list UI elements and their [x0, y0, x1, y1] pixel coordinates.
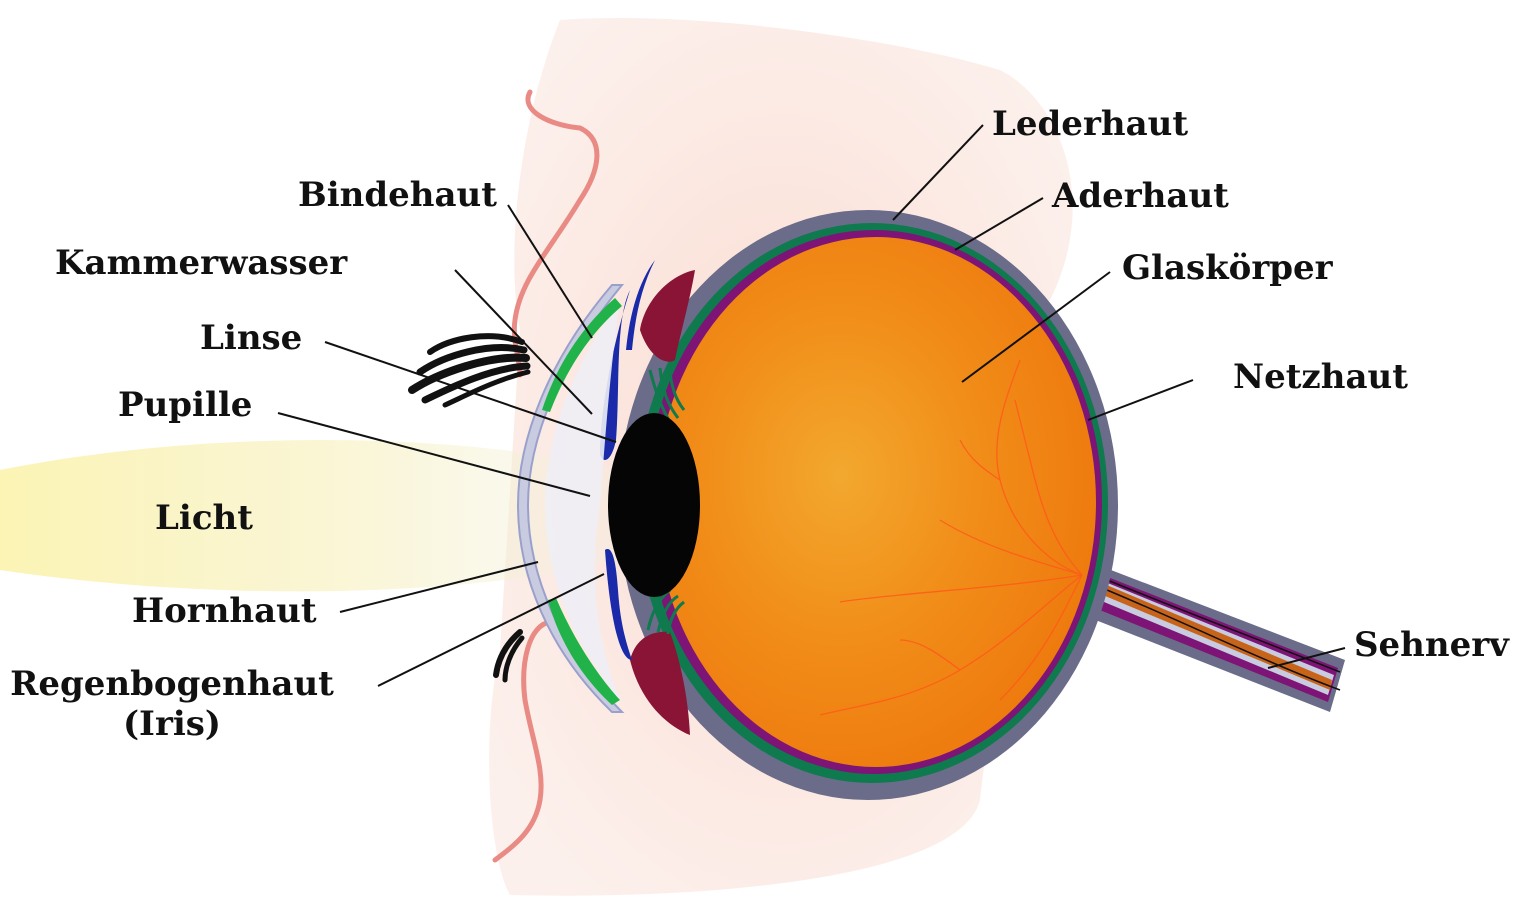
label-regenbogenhaut-line2: (Iris): [8, 704, 336, 744]
label-kammerwasser: Kammerwasser: [55, 243, 347, 283]
optic-nerve: [1070, 560, 1345, 712]
label-glaskoerper: Glaskörper: [1122, 248, 1333, 288]
upper-eyelashes: [412, 336, 528, 405]
label-netzhaut: Netzhaut: [1233, 357, 1408, 397]
label-regenbogenhaut-line1: Regenbogenhaut: [8, 664, 336, 704]
leader-line-netzhaut: [1088, 380, 1193, 420]
label-aderhaut: Aderhaut: [1052, 176, 1229, 216]
label-lederhaut: Lederhaut: [992, 104, 1188, 144]
label-linse: Linse: [200, 318, 302, 358]
label-licht: Licht: [155, 498, 253, 538]
label-pupille: Pupille: [118, 385, 252, 425]
label-hornhaut: Hornhaut: [132, 591, 317, 631]
label-sehnerv: Sehnerv: [1354, 625, 1509, 665]
vitreous-body: [656, 237, 1096, 767]
label-regenbogenhaut: Regenbogenhaut (Iris): [8, 664, 336, 744]
lens: [608, 413, 700, 597]
label-bindehaut: Bindehaut: [298, 175, 497, 215]
